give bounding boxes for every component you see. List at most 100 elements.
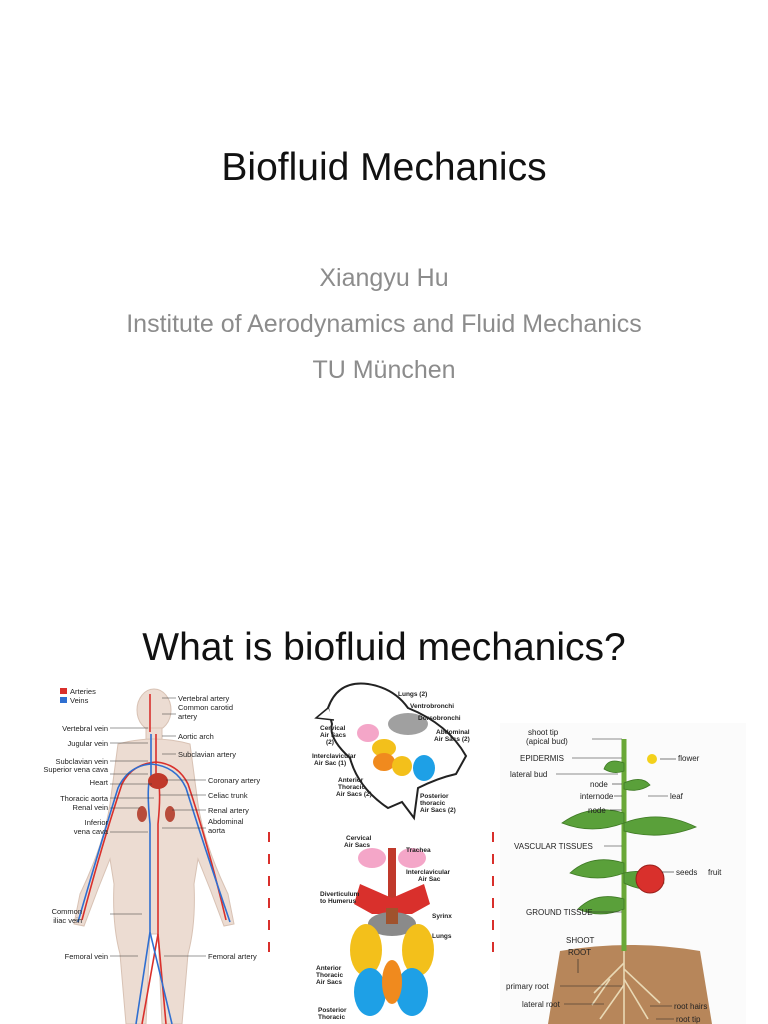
front-trachea (388, 848, 396, 908)
bird-label-air-sacs-2: Air Sacs (2) (434, 736, 470, 743)
plant-flower (647, 754, 657, 764)
plant-label-epidermis: EPIDERMIS (520, 754, 564, 763)
bird-posterior-thoracic-sac (392, 756, 412, 776)
plant-label-shoot: SHOOT (566, 936, 595, 945)
plant-label-leaf: leaf (670, 792, 684, 801)
front-cervical-sac-left (358, 848, 386, 868)
front-label-lungs: Lungs (432, 933, 452, 940)
front-label-cervical: Cervical (346, 835, 371, 842)
bird-label-posterior: Posterior (420, 793, 449, 800)
bird-label-anterior-air-sacs: Air Sacs (2) (336, 791, 372, 798)
legend-arteries-label: Arteries (70, 687, 96, 696)
label-aortic-arch: Aortic arch (178, 732, 214, 741)
front-label-syrinx: Syrinx (432, 913, 452, 920)
plant-fruit (635, 864, 665, 894)
label-femoral-vein: Femoral vein (65, 952, 108, 961)
right-kidney (165, 806, 175, 822)
dashed-separator-right (492, 832, 494, 952)
front-label-interclavicular-sac: Air Sac (418, 876, 441, 883)
label-vertebral-artery: Vertebral artery (178, 694, 230, 703)
label-renal-artery: Renal artery (208, 806, 249, 815)
label-subclavian-vein: Subclavian vein (55, 757, 108, 766)
slide-heading: What is biofluid mechanics? (142, 626, 626, 669)
legend-arteries-swatch (60, 688, 67, 694)
title-slide: Biofluid Mechanics Xiangyu Hu Institute … (126, 146, 642, 384)
label-coronary-artery: Coronary artery (208, 776, 260, 785)
plant-anatomy-figure: shoot tip (apical bud) EPIDERMIS lateral… (500, 723, 746, 1024)
bird-air-sacs-front-figure: Cervical Air Sacs Trachea Interclavicula… (316, 835, 452, 1021)
plant-label-node: node (590, 780, 608, 789)
institute-name: Institute of Aerodynamics and Fluid Mech… (126, 310, 642, 338)
dashed-separator-left (268, 832, 270, 952)
label-common: Common (52, 907, 82, 916)
front-label-interclavicular: Interclavicular (406, 869, 451, 876)
front-label-to-humerus: to Humerus (320, 898, 357, 905)
plant-label-primary-root: primary root (506, 982, 549, 991)
front-anterior-sac-right (402, 924, 434, 976)
label-artery: artery (178, 712, 197, 721)
front-label-posterior-thoracic: Thoracic (318, 1014, 345, 1021)
label-vena-cava: vena cava (74, 827, 109, 836)
left-kidney (137, 806, 147, 822)
bird-beak (314, 707, 335, 721)
front-anterior-sac-left (350, 924, 382, 976)
bird-label-interclavicular: Interclavicular (312, 753, 357, 760)
plant-label-lateral-bud: lateral bud (510, 770, 547, 779)
bird-label-posterior-air-sacs: Air Sacs (2) (420, 807, 456, 814)
legend-veins-swatch (60, 697, 67, 703)
bird-label-anterior: Anterior (338, 777, 364, 784)
plant-label-root-hairs: root hairs (674, 1002, 707, 1011)
front-label-anterior-thoracic: Thoracic (316, 972, 343, 979)
label-common-carotid: Common carotid (178, 703, 233, 712)
front-posterior-sac-right (396, 968, 428, 1016)
plant-label-ground-tissue: GROUND TISSUE (526, 908, 593, 917)
bird-interclavicular-air-sac (372, 739, 396, 757)
label-heart: Heart (90, 778, 109, 787)
front-interclavicular-sac (354, 884, 430, 914)
content-slide: What is biofluid mechanics? Arteries Vei… (0, 576, 768, 1024)
plant-labels: shoot tip (apical bud) EPIDERMIS lateral… (506, 728, 722, 1024)
circulatory-system-figure: Arteries Veins (43, 687, 260, 1024)
bird-air-sacs-side-figure: Lungs (2) Ventrobronchi Dorsobronchi Abd… (312, 682, 470, 821)
bird-cervical-air-sac (357, 724, 379, 742)
front-syrinx (386, 908, 398, 924)
plant-label-seeds: seeds (676, 868, 697, 877)
circulatory-left-labels: Vertebral vein Jugular vein Subclavian v… (43, 724, 109, 961)
plant-roots (591, 949, 661, 1024)
front-label-anterior-air-sacs: Air Sacs (316, 979, 342, 986)
front-cervical-sac-right (398, 848, 426, 868)
front-label-cervical-air-sacs: Air Sacs (344, 842, 370, 849)
bird-lungs (388, 713, 428, 735)
plant-label-apical-bud: (apical bud) (526, 737, 568, 746)
label-celiac-trunk: Celiac trunk (208, 791, 248, 800)
front-label-trachea: Trachea (406, 847, 431, 854)
label-renal-vein: Renal vein (73, 803, 108, 812)
bird-label-ventrobronchi: Ventrobronchi (410, 703, 454, 710)
plant-label-vascular-tissues: VASCULAR TISSUES (514, 842, 593, 851)
bird-label-dorsobronchi: Dorsobronchi (418, 715, 461, 722)
label-thoracic-aorta: Thoracic aorta (60, 794, 109, 803)
plant-label-fruit: fruit (708, 868, 722, 877)
label-superior-vena-cava: Superior vena cava (43, 765, 108, 774)
plant-label-flower: flower (678, 754, 700, 763)
bird-label-posterior-thoracic: thoracic (420, 800, 446, 807)
front-center-sac (382, 960, 402, 1004)
heart-shape (148, 773, 168, 789)
bird-abdominal-air-sac (413, 755, 435, 781)
label-abdominal: Abdominal (208, 817, 244, 826)
plant-label-node-2: node (588, 806, 606, 815)
label-iliac-vein: iliac vein (53, 916, 82, 925)
front-label-anterior: Anterior (316, 965, 342, 972)
label-vertebral-vein: Vertebral vein (62, 724, 108, 733)
bird-label-lungs: Lungs (2) (398, 691, 427, 698)
bird-anterior-thoracic-sac (373, 753, 395, 771)
front-posterior-sac-left (354, 968, 386, 1016)
front-label-diverticulum: Diverticulum (320, 891, 360, 898)
university-name: TU München (312, 356, 456, 384)
front-label-posterior: Posterior (318, 1007, 347, 1014)
bird-label-anterior-thoracic: Thoracic (338, 784, 365, 791)
leader-lines (110, 697, 206, 957)
bird-label-cervical-count: (2) (326, 739, 334, 746)
bird-label-cervical-air-sacs: Air Sacs (320, 732, 346, 739)
author-name: Xiangyu Hu (319, 264, 449, 292)
